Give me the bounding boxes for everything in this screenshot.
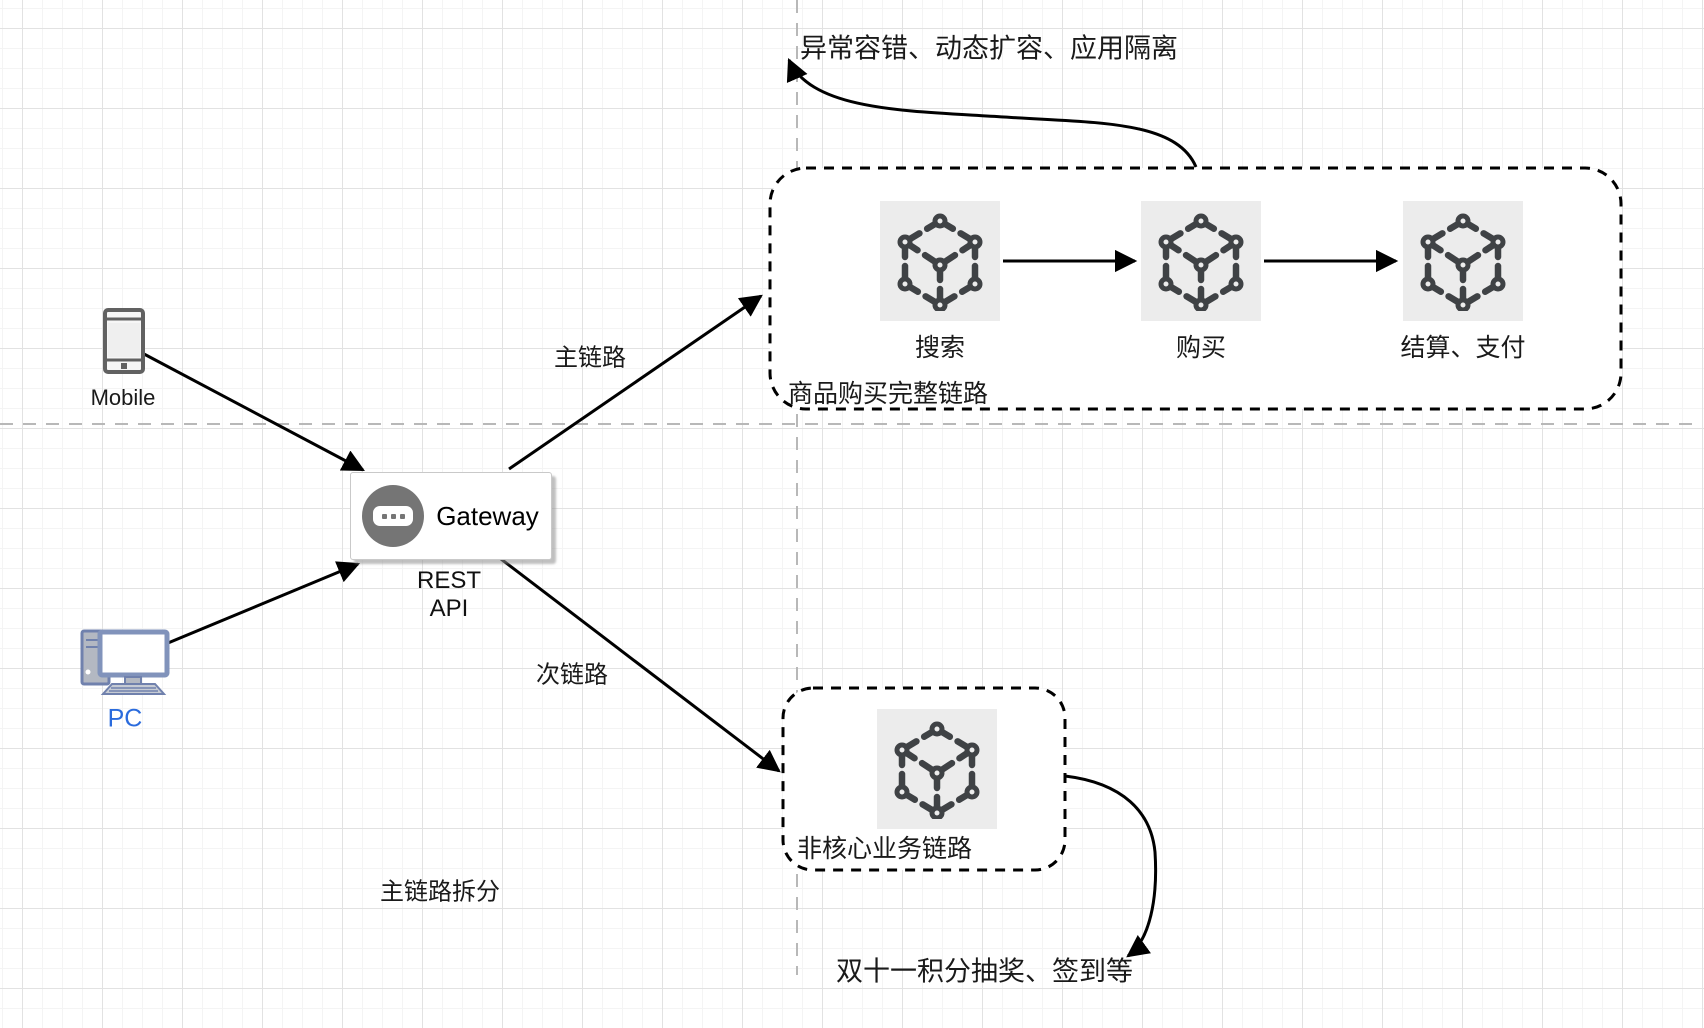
service-label-buy[interactable]: 购买 [1175,334,1227,362]
secondary-link-label[interactable]: 次链路 [536,661,608,689]
arrow-mobile-to-gateway[interactable] [143,352,365,472]
rest-line: REST [416,567,482,594]
main-chain-annotation[interactable]: 异常容错、动态扩容、应用隔离 [800,33,1178,64]
arrow-pc-to-gateway[interactable] [167,561,361,645]
gateway-label: Gateway [436,500,539,531]
main-link-label[interactable]: 主链路 [554,344,626,372]
ellipsis-circle-icon [362,485,424,547]
pc-label[interactable]: PC [107,704,143,733]
mobile-label[interactable]: Mobile [90,385,156,410]
service-node-buy[interactable] [1141,201,1261,321]
arrow-secondary-link[interactable] [500,557,781,773]
split-note-label[interactable]: 主链路拆分 [380,878,500,906]
service-node-search[interactable] [880,201,1000,321]
api-line: API [429,595,469,622]
curve-arrow-secondary-annotation[interactable] [1064,774,1158,958]
secondary-chain-title[interactable]: 非核心业务链路 [797,835,973,863]
service-label-search[interactable]: 搜索 [914,334,966,362]
service-node-settle-pay[interactable] [1403,201,1523,321]
secondary-chain-annotation[interactable]: 双十一积分抽奖、签到等 [836,956,1133,987]
service-label-settle-pay[interactable]: 结算、支付 [1400,334,1526,362]
pc-icon[interactable] [80,629,170,695]
mobile-icon[interactable] [103,308,145,374]
service-node-noncore[interactable] [877,709,997,829]
curve-arrow-main-chain-annotation[interactable] [786,57,1198,168]
gateway-node[interactable]: Gateway [350,472,552,560]
rest-api-caption[interactable]: REST API [417,567,481,623]
main-chain-title[interactable]: 商品购买完整链路 [788,380,989,408]
arrow-main-link[interactable] [508,294,763,471]
